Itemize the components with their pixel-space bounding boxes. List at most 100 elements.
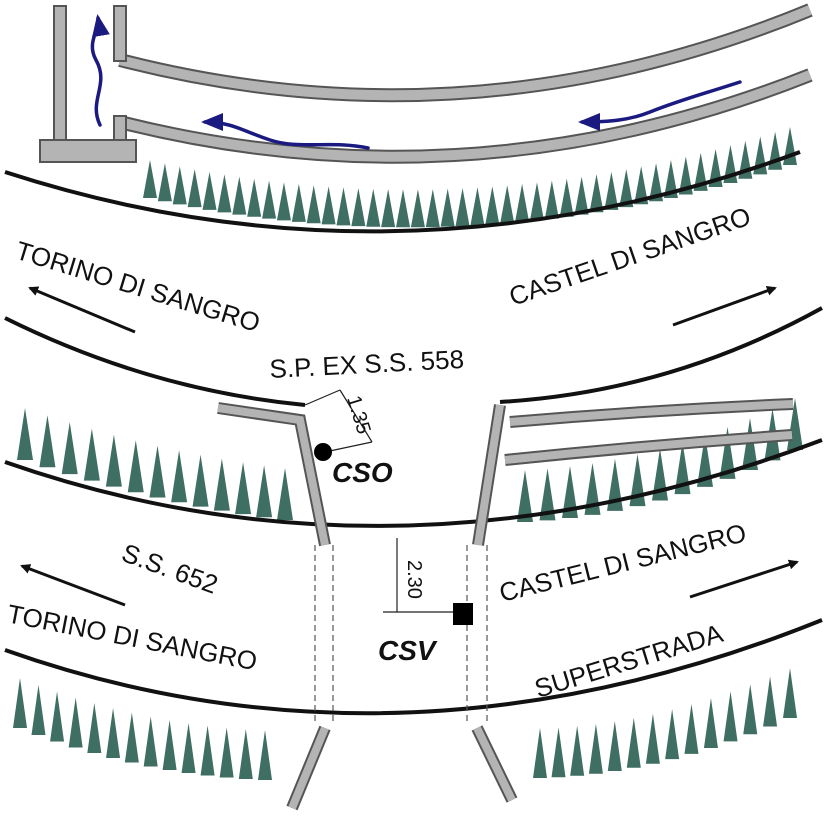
vegetation-spike — [219, 727, 234, 778]
vegetation-spike — [256, 465, 273, 518]
vegetation-spike — [719, 426, 736, 479]
vegetation-spike — [106, 707, 121, 758]
csv-distance-label: 2.30 — [403, 560, 425, 599]
vegetation-spike — [697, 434, 713, 487]
direction-arrows — [20, 286, 799, 607]
vegetation-spike — [588, 723, 603, 774]
vegetation-spike — [455, 188, 470, 227]
vegetation-spike — [247, 178, 262, 217]
vegetation-spike — [619, 169, 634, 208]
label-upper-torino: TORINO DI SANGRO — [12, 235, 263, 338]
vegetation-spike — [529, 182, 544, 221]
vegetation-spike — [515, 183, 530, 222]
vegetation-spike — [306, 185, 321, 224]
vegetation-bottom-left — [13, 678, 272, 780]
label-superstrada: SUPERSTRADA — [531, 618, 727, 704]
vegetation-spike — [783, 668, 797, 718]
vegetation-spike — [124, 712, 139, 763]
retaining-walls — [217, 398, 794, 811]
vegetation-spike — [213, 458, 230, 511]
vegetation-spike — [172, 166, 187, 205]
vegetation-spike — [143, 160, 157, 198]
vegetation-spike — [87, 702, 102, 753]
vegetation-spike — [674, 442, 691, 495]
vegetation-spike — [336, 187, 351, 226]
vegetation-spike — [743, 684, 758, 735]
vegetation-spike — [157, 163, 172, 202]
vegetation-spike — [562, 466, 578, 519]
vegetation-spike — [321, 186, 336, 225]
arrow-to-torino-upper — [28, 286, 136, 334]
vegetation-spike — [693, 152, 708, 191]
vegetation-spike — [763, 676, 778, 727]
vegetation-spike — [17, 408, 33, 460]
vegetation-spike — [61, 422, 78, 475]
label-lower-castel: CASTEL DI SANGRO — [496, 517, 749, 607]
cso-label: CSO — [332, 457, 393, 488]
vegetation-spike — [187, 169, 202, 208]
vegetation-spike — [539, 468, 556, 521]
vegetation-spike — [425, 189, 440, 228]
vegetation-spike — [50, 691, 65, 742]
vegetation-spike — [217, 174, 232, 213]
vegetation-spike — [684, 703, 699, 754]
vegetation-spike — [276, 182, 291, 221]
vegetation-spike — [634, 166, 649, 205]
vegetation-spike — [649, 163, 664, 202]
vegetation-spike — [13, 678, 27, 728]
vegetation-spike — [533, 728, 547, 778]
vegetation-spike — [143, 716, 158, 767]
vegetation-spike — [517, 470, 533, 522]
vegetation-spike — [485, 186, 500, 225]
vegetation-spike — [607, 721, 622, 772]
vegetation-spike — [470, 187, 485, 226]
vegetation-spike — [127, 440, 144, 493]
vegetation-spike — [570, 725, 585, 776]
vegetation-spike — [171, 450, 188, 503]
vegetation-spike — [39, 415, 56, 468]
vegetation-rows — [13, 127, 803, 780]
underpass-dashed-lines — [314, 545, 488, 722]
vegetation-spike — [500, 185, 515, 224]
drainage-channel — [39, 3, 813, 164]
vegetation-spike — [589, 174, 604, 213]
vegetation-spike — [351, 188, 366, 227]
dimension-cso — [304, 389, 373, 453]
vegetation-mid-right — [517, 398, 803, 522]
vegetation-spike — [192, 454, 209, 507]
vegetation-spike — [723, 691, 738, 742]
vegetation-spike — [574, 176, 589, 215]
csv-label: CSV — [378, 635, 438, 666]
vegetation-spike — [678, 156, 693, 195]
vegetation-spike — [410, 189, 425, 228]
vegetation-spike — [162, 719, 177, 770]
arrow-to-castel-lower — [689, 559, 799, 599]
vegetation-spike — [544, 180, 559, 219]
vegetation-spike — [665, 709, 680, 760]
vegetation-spike — [200, 725, 215, 776]
vegetation-spike — [202, 171, 217, 210]
vegetation-spike — [262, 180, 277, 219]
vegetation-spike — [105, 434, 122, 487]
water-flow-arrows — [90, 14, 742, 150]
vegetation-bottom-right — [533, 668, 797, 778]
vegetation-spike — [559, 178, 574, 217]
vegetation-spike — [645, 713, 660, 764]
vegetation-spike — [396, 189, 411, 228]
vegetation-spike — [238, 728, 253, 779]
arrow-to-torino-lower — [20, 564, 126, 607]
vegetation-spike — [381, 189, 396, 228]
vegetation-spike — [584, 462, 601, 515]
vegetation-spike — [663, 159, 678, 198]
vegetation-spike — [551, 727, 566, 778]
vegetation-spike — [149, 445, 166, 498]
vegetation-spike — [291, 183, 306, 222]
cso-sensor-icon — [314, 443, 332, 461]
label-upper-road: S.P. EX S.S. 558 — [269, 344, 465, 384]
vegetation-spike — [235, 462, 252, 515]
label-lower-road: S.S. 652 — [118, 537, 222, 599]
vegetation-spike — [703, 697, 718, 748]
vegetation-mid-left — [17, 408, 293, 520]
vegetation-spike — [652, 448, 668, 501]
